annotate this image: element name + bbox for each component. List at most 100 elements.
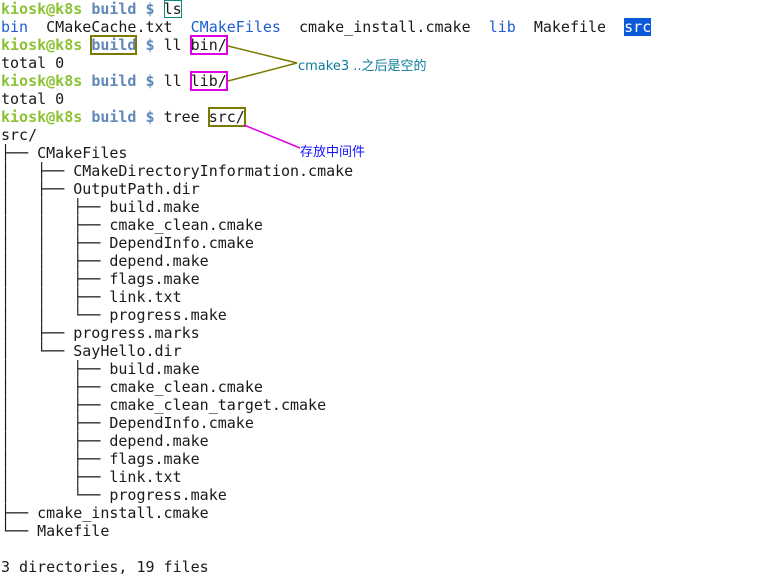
tree-line: │ │ └── progress.make	[1, 306, 769, 324]
arrow-src-annotation	[243, 124, 301, 149]
terminal-line: kiosk@k8s build $ ll bin/	[1, 35, 769, 55]
tree-entry-name: src/	[1, 126, 38, 144]
tree-branch: │ ├──	[1, 162, 74, 180]
command-ll: ll	[163, 36, 182, 54]
tree-branch: │ ├──	[1, 180, 74, 198]
tree-branch: │ └──	[1, 486, 110, 504]
tree-branch: │ ├──	[1, 396, 110, 414]
tree-entry-name: Makefile	[37, 522, 110, 540]
annotation-intermediate-files: 存放中间件	[300, 141, 366, 160]
tree-entry-name: depend.make	[109, 252, 209, 270]
tree-branch: │ └──	[1, 342, 74, 360]
tree-entry-name: OutputPath.dir	[73, 180, 200, 198]
prompt-dir: build	[91, 108, 137, 126]
tree-branch: │ │ ├──	[1, 252, 110, 270]
tree-line: │ ├── OutputPath.dir	[1, 180, 769, 198]
tree-line: │ ├── cmake_clean_target.cmake	[1, 396, 769, 414]
tree-entry-name: CMakeFiles	[37, 144, 128, 162]
tree-line: src/	[1, 126, 769, 144]
tree-line: │ ├── cmake_clean.cmake	[1, 378, 769, 396]
arrow-lib-annotation	[227, 62, 298, 82]
output-total: total 0	[1, 90, 65, 108]
tree-line: │ ├── progress.marks	[1, 324, 769, 342]
tree-entry-name: DependInfo.cmake	[109, 234, 254, 252]
annotation-empty-dirs: cmake3 ..之后是空的	[298, 55, 427, 74]
tree-entry-name: SayHello.dir	[73, 342, 182, 360]
tree-line: │ ├── link.txt	[1, 468, 769, 486]
ls-entry-bin: bin	[1, 18, 29, 36]
prompt-dir: build	[91, 72, 137, 90]
tree-entry-name: flags.make	[109, 270, 200, 288]
terminal-line: kiosk@k8s build $ ls	[1, 0, 769, 18]
arrow-bin-annotation	[227, 45, 298, 64]
tree-entry-name: flags.make	[109, 450, 200, 468]
tree-branch: │ ├──	[1, 450, 110, 468]
ls-entry-lib: lib	[488, 18, 516, 36]
tree-line: │ ├── CMakeDirectoryInformation.cmake	[1, 162, 769, 180]
tree-line: ├── cmake_install.cmake	[1, 504, 769, 522]
tree-line: │ └── SayHello.dir	[1, 342, 769, 360]
tree-entry-name: cmake_clean.cmake	[109, 216, 263, 234]
tree-branch: │ │ ├──	[1, 198, 110, 216]
tree-branch: │ ├──	[1, 414, 110, 432]
command-tree: tree	[163, 108, 200, 126]
prompt-symbol: $	[145, 0, 155, 18]
terminal-line: kiosk@k8s build $ ll lib/	[1, 71, 769, 91]
tree-branch: │ │ ├──	[1, 270, 110, 288]
tree-line: ├── CMakeFiles	[1, 144, 769, 162]
tree-output: src/├── CMakeFiles│ ├── CMakeDirectoryIn…	[1, 126, 769, 540]
tree-line: │ ├── build.make	[1, 360, 769, 378]
tree-branch: │ │ └──	[1, 306, 110, 324]
command-arg-lib: lib/	[189, 71, 228, 91]
tree-line: │ │ ├── flags.make	[1, 270, 769, 288]
prompt-user: kiosk@k8s	[1, 72, 83, 90]
tree-entry-name: cmake_clean_target.cmake	[109, 396, 327, 414]
command-ls: ls	[163, 0, 182, 18]
tree-branch: │ ├──	[1, 324, 74, 342]
tree-entry-name: CMakeDirectoryInformation.cmake	[73, 162, 354, 180]
tree-branch: │ ├──	[1, 378, 110, 396]
output-total: total 0	[1, 54, 65, 72]
prompt-dir: build	[90, 35, 138, 55]
tree-branch: ├──	[1, 504, 38, 522]
tree-entry-name: cmake_install.cmake	[37, 504, 209, 522]
command-arg-src: src/	[207, 107, 246, 127]
tree-branch: │ ├──	[1, 468, 110, 486]
tree-branch: │ ├──	[1, 432, 110, 450]
ls-entry-src: src	[624, 18, 652, 36]
tree-line: │ ├── DependInfo.cmake	[1, 414, 769, 432]
prompt-user: kiosk@k8s	[1, 108, 83, 126]
tree-entry-name: progress.marks	[73, 324, 200, 342]
tree-line: │ │ ├── depend.make	[1, 252, 769, 270]
tree-entry-name: build.make	[109, 198, 200, 216]
tree-entry-name: progress.make	[109, 486, 227, 504]
command-ll: ll	[163, 72, 182, 90]
tree-branch: │ │ ├──	[1, 234, 110, 252]
tree-line: │ │ ├── DependInfo.cmake	[1, 234, 769, 252]
prompt-symbol: $	[145, 72, 155, 90]
tree-entry-name: progress.make	[109, 306, 227, 324]
ls-entry-cmakecache: CMakeCache.txt	[46, 18, 173, 36]
tree-line: │ │ ├── build.make	[1, 198, 769, 216]
tree-entry-name: depend.make	[109, 432, 209, 450]
tree-entry-name: link.txt	[109, 288, 182, 306]
tree-entry-name: build.make	[109, 360, 200, 378]
tree-branch: │ │ ├──	[1, 288, 110, 306]
command-arg-bin: bin/	[189, 35, 228, 55]
prompt-symbol: $	[145, 36, 155, 54]
prompt-symbol: $	[145, 108, 155, 126]
ls-output: bin CMakeCache.txt CMakeFiles cmake_inst…	[1, 18, 769, 36]
prompt-user: kiosk@k8s	[1, 36, 83, 54]
terminal-line: kiosk@k8s build $ tree src/	[1, 107, 769, 127]
tree-line: └── Makefile	[1, 522, 769, 540]
tree-entry-name: link.txt	[109, 468, 182, 486]
tree-branch: └──	[1, 522, 38, 540]
tree-line: │ │ ├── cmake_clean.cmake	[1, 216, 769, 234]
tree-line: │ ├── flags.make	[1, 450, 769, 468]
tree-branch: │ ├──	[1, 360, 110, 378]
tree-line: │ │ ├── link.txt	[1, 288, 769, 306]
ls-entry-makefile: Makefile	[533, 18, 607, 36]
prompt-dir: build	[91, 0, 137, 18]
